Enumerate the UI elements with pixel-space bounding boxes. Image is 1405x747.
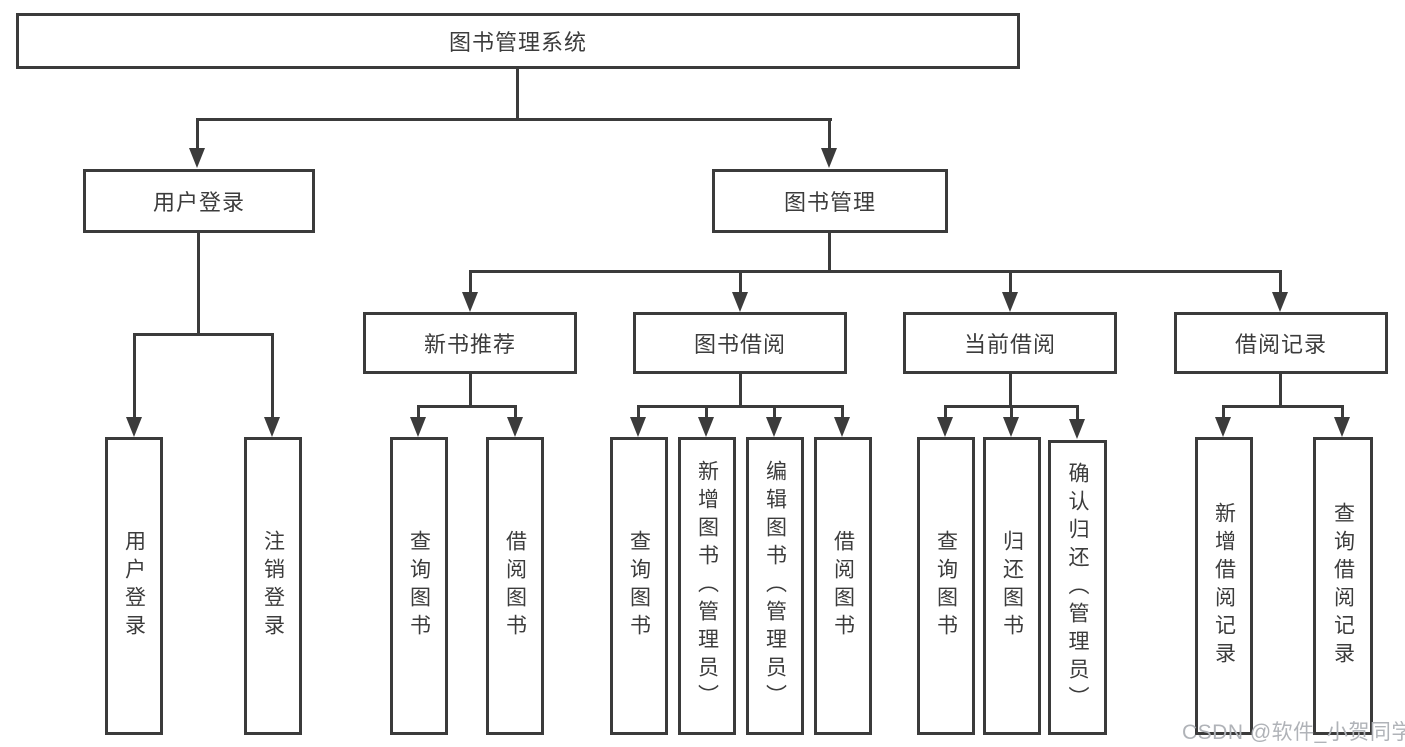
connector-line (417, 405, 517, 408)
connector-line (944, 405, 947, 421)
connector-line (1222, 405, 1225, 421)
leaf-label: 查询图书 (934, 530, 958, 642)
connector-line (469, 270, 1282, 273)
arrow-down-icon (732, 292, 748, 312)
leaf-label: 用户登录 (122, 530, 146, 642)
leaf-query-book-current: 查询图书 (917, 437, 975, 735)
leaf-label: 注销登录 (261, 530, 285, 642)
connector-line (1279, 270, 1282, 296)
leaf-label: 新增借阅记录 (1212, 502, 1236, 670)
arrow-down-icon (698, 417, 714, 437)
leaf-confirm-return-admin: 确认归还（管理员） (1048, 440, 1107, 735)
leaf-user-login: 用户登录 (105, 437, 163, 735)
node-new-book-recommend: 新书推荐 (363, 312, 577, 374)
connector-line (133, 333, 136, 419)
connector-line (417, 405, 420, 421)
connector-line (469, 374, 472, 408)
connector-line (1009, 270, 1012, 296)
arrow-down-icon (1003, 417, 1019, 437)
leaf-label: 归还图书 (1000, 530, 1024, 642)
leaf-return-book: 归还图书 (983, 437, 1041, 735)
arrow-down-icon (1272, 292, 1288, 312)
connector-line (271, 333, 274, 419)
leaf-label: 编辑图书（管理员） (763, 460, 787, 712)
connector-line (1341, 405, 1344, 421)
connector-line (197, 233, 200, 335)
arrow-down-icon (462, 292, 478, 312)
connector-line (1010, 405, 1013, 421)
arrow-down-icon (766, 417, 782, 437)
connector-line (739, 374, 742, 408)
connector-line (133, 333, 274, 336)
connector-line (637, 405, 844, 408)
connector-line (196, 118, 199, 152)
connector-line (773, 405, 776, 421)
arrow-down-icon (126, 417, 142, 437)
connector-line (705, 405, 708, 421)
arrow-down-icon (937, 417, 953, 437)
leaf-add-borrow-record: 新增借阅记录 (1195, 437, 1253, 735)
leaf-label: 查询图书 (407, 530, 431, 642)
connector-line (1279, 374, 1282, 408)
leaf-label: 新增图书（管理员） (695, 460, 719, 712)
leaf-borrow-book: 借阅图书 (814, 437, 872, 735)
node-borrow-records: 借阅记录 (1174, 312, 1388, 374)
arrow-down-icon (834, 417, 850, 437)
arrow-down-icon (264, 417, 280, 437)
leaf-label: 查询借阅记录 (1331, 502, 1355, 670)
connector-line (1076, 405, 1079, 421)
arrow-down-icon (1215, 417, 1231, 437)
arrow-down-icon (189, 148, 205, 168)
arrow-down-icon (821, 148, 837, 168)
connector-line (1009, 374, 1012, 408)
node-book-management: 图书管理 (712, 169, 948, 233)
arrow-down-icon (1002, 292, 1018, 312)
leaf-logout: 注销登录 (244, 437, 302, 735)
leaf-add-book-admin: 新增图书（管理员） (678, 437, 736, 735)
csdn-watermark: CSDN @软件_小贺同学 (1182, 721, 1405, 744)
node-book-borrow: 图书借阅 (633, 312, 847, 374)
arrow-down-icon (410, 417, 426, 437)
connector-line (514, 405, 517, 421)
connector-line (828, 118, 831, 152)
leaf-query-borrow-record: 查询借阅记录 (1313, 437, 1373, 735)
connector-line (637, 405, 640, 421)
leaf-query-book-recommend: 查询图书 (390, 437, 448, 735)
leaf-label: 查询图书 (627, 530, 651, 642)
node-current-borrow: 当前借阅 (903, 312, 1117, 374)
node-root: 图书管理系统 (16, 13, 1020, 69)
connector-line (196, 118, 832, 121)
node-user-login: 用户登录 (83, 169, 315, 233)
arrow-down-icon (630, 417, 646, 437)
connector-line (739, 270, 742, 296)
arrow-down-icon (1069, 419, 1085, 439)
leaf-label: 确认归还（管理员） (1066, 461, 1089, 714)
leaf-borrow-book-recommend: 借阅图书 (486, 437, 544, 735)
leaf-label: 借阅图书 (831, 530, 855, 642)
leaf-edit-book-admin: 编辑图书（管理员） (746, 437, 804, 735)
connector-line (516, 69, 519, 120)
leaf-query-book-borrow: 查询图书 (610, 437, 668, 735)
connector-line (1222, 405, 1343, 408)
arrow-down-icon (507, 417, 523, 437)
connector-line (828, 233, 831, 272)
arrow-down-icon (1334, 417, 1350, 437)
leaf-label: 借阅图书 (503, 530, 527, 642)
connector-line (469, 270, 472, 296)
connector-line (841, 405, 844, 421)
